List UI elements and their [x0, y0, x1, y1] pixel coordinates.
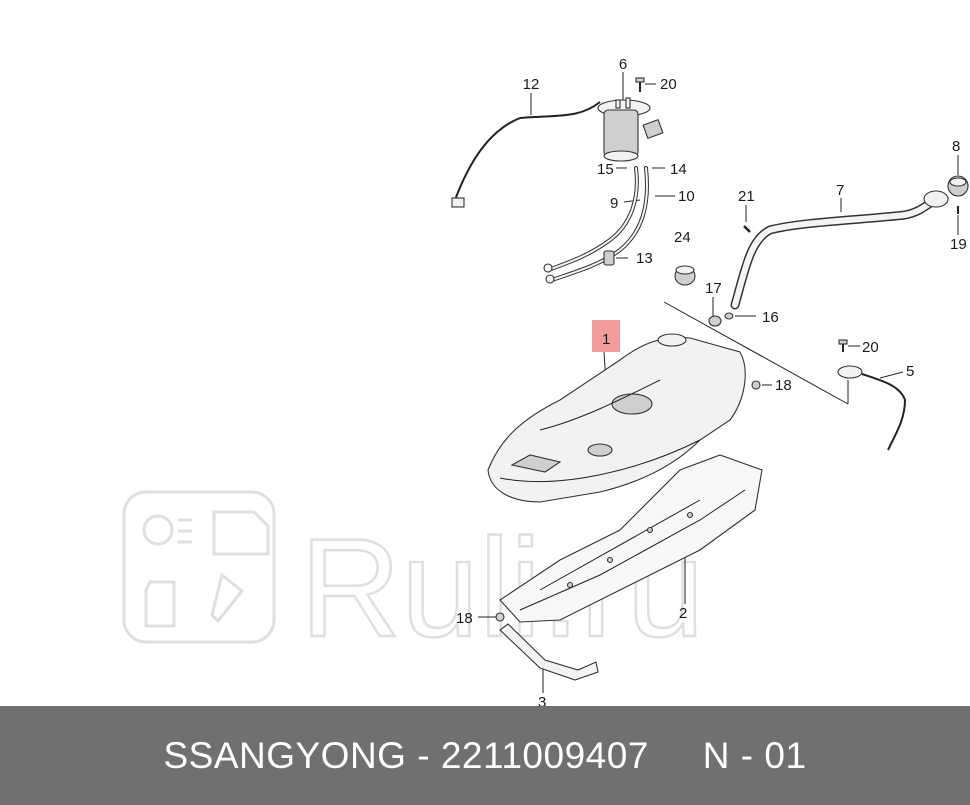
callout-3: 3 — [538, 694, 546, 706]
callout-15: 15 — [597, 161, 614, 178]
callout-13: 13 — [636, 250, 653, 267]
callout-9: 9 — [610, 195, 618, 212]
callout-24: 24 — [674, 229, 691, 246]
footer-bar: SSANGYONG - 2211009407 N - 01 — [0, 706, 970, 805]
part-8-fuel-cap — [947, 175, 969, 197]
callout-21: 21 — [738, 188, 755, 205]
part-1-fuel-tank — [487, 333, 746, 503]
callout-20-top: 20 — [660, 76, 677, 93]
part-13-clip — [603, 250, 615, 266]
callout-14: 14 — [670, 161, 687, 178]
part-3-strap — [499, 623, 599, 681]
callout-6: 6 — [619, 56, 627, 73]
part-18-nut-left — [495, 612, 505, 622]
parts-diagram: Ruli.ru — [122, 56, 969, 711]
callout-18-left: 18 — [456, 610, 473, 627]
callout-1: 1 — [602, 331, 610, 348]
callout-7: 7 — [836, 182, 844, 199]
part-18-nut-right — [751, 380, 761, 390]
part-5-sender-unit — [837, 365, 907, 451]
part-24-grommet — [674, 265, 696, 286]
part-17-clamp — [708, 315, 722, 327]
callout-5: 5 — [906, 363, 914, 380]
callout-20-right: 20 — [862, 339, 879, 356]
part-20-screw-right — [838, 339, 860, 352]
part-16-clip — [724, 312, 734, 320]
callout-19: 19 — [950, 236, 967, 253]
callout-18-right: 18 — [775, 377, 792, 394]
part-7-filler-neck — [730, 190, 949, 310]
highlight-box — [592, 320, 620, 352]
callout-labels: 12 6 20 15 14 10 9 24 13 21 7 8 19 17 16… — [456, 56, 967, 711]
callout-2: 2 — [679, 605, 687, 622]
callout-16: 16 — [762, 309, 779, 326]
part-2-skid-plate — [499, 454, 763, 623]
fuel-tank-exploded-view: Ruli.ru — [122, 56, 969, 711]
part-21-screw — [743, 225, 751, 233]
part-6-fuel-pump-module — [597, 97, 664, 162]
callout-17: 17 — [705, 280, 722, 297]
part-9-10-fuel-lines — [543, 166, 649, 284]
callout-12: 12 — [523, 76, 540, 93]
callout-8: 8 — [952, 138, 960, 155]
callout-10: 10 — [678, 188, 695, 205]
part-12-wire-harness — [451, 101, 601, 208]
part-20-screw-top — [635, 77, 656, 92]
part-number-caption: SSANGYONG - 2211009407 N - 01 — [163, 734, 807, 776]
